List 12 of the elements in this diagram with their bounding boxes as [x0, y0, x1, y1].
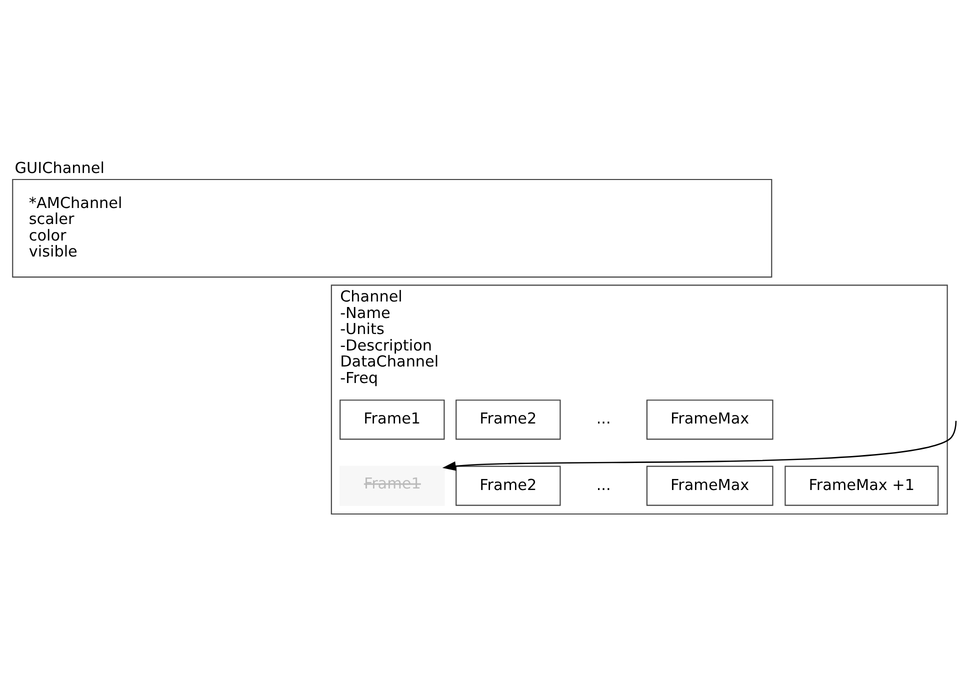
node-box: Frame1 [340, 400, 445, 440]
node-box: Frame1 [340, 466, 445, 506]
label: ... [596, 476, 611, 494]
node-box: FrameMax +1 [784, 466, 939, 506]
node-box: Frame2 [456, 466, 561, 506]
node-box: Frame2 [456, 400, 561, 440]
arrow [442, 420, 957, 471]
node-label: GUIChannel [14, 159, 104, 178]
node-box: FrameMax [646, 400, 774, 440]
label: ... [596, 410, 611, 428]
node-box: *AMChannel scaler color visible [12, 178, 772, 278]
node-box: FrameMax [646, 466, 774, 506]
